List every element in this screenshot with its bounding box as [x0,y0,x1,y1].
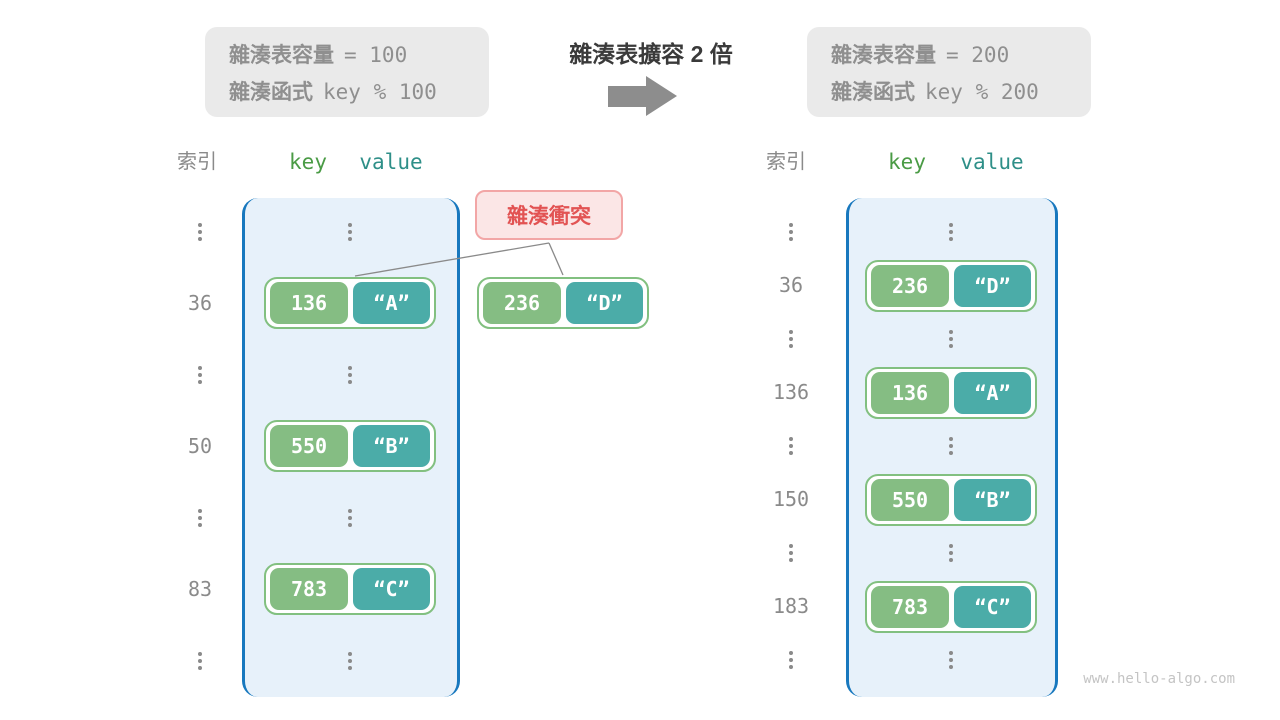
capacity-value: = 200 [946,42,1010,67]
key-cell: 783 [270,568,348,610]
index-label: 150 [772,487,810,511]
kv-pair: 236 “D” [865,260,1037,312]
key-cell: 236 [483,282,561,324]
kv-pair: 550 “B” [865,474,1037,526]
capacity-line: 雜湊表容量 = 100 [229,39,489,69]
index-label: 50 [187,434,213,458]
vertical-ellipsis [348,366,352,370]
capacity-value: = 100 [344,42,408,67]
capacity-info-before: 雜湊表容量 = 100 雜湊函式 key % 100 [205,27,489,117]
hash-function-label: 雜湊函式 [229,80,313,104]
index-label: 136 [772,380,810,404]
vertical-ellipsis [789,330,793,334]
watermark: www.hello-algo.com [1083,671,1235,687]
hash-function-value: key % 200 [925,79,1039,104]
right-key-header: key [888,150,926,174]
index-label: 36 [778,273,804,297]
hash-function-value: key % 100 [323,79,437,104]
value-cell: “B” [954,479,1031,521]
key-cell: 550 [270,425,348,467]
left-index-header: 索引 [177,151,217,173]
vertical-ellipsis [789,437,793,441]
right-index-header: 索引 [766,151,806,173]
vertical-ellipsis [348,652,352,656]
arrow-head [646,76,677,116]
index-label: 183 [772,594,810,618]
kv-pair: 783 “C” [865,581,1037,633]
vertical-ellipsis [789,544,793,548]
value-cell: “C” [954,586,1031,628]
capacity-label: 雜湊表容量 [831,43,936,67]
capacity-line: 雜湊表容量 = 200 [831,39,1091,69]
capacity-info-after: 雜湊表容量 = 200 雜湊函式 key % 200 [807,27,1091,117]
collision-label: 雜湊衝突 [475,190,623,240]
left-key-header: key [289,150,327,174]
vertical-ellipsis [949,651,953,655]
right-arrow-icon [608,76,678,116]
value-cell: “A” [954,372,1031,414]
vertical-ellipsis [198,652,202,656]
vertical-ellipsis [348,509,352,513]
vertical-ellipsis [789,651,793,655]
vertical-ellipsis [348,223,352,227]
vertical-ellipsis [949,544,953,548]
vertical-ellipsis [789,223,793,227]
key-cell: 550 [871,479,949,521]
value-cell: “D” [566,282,643,324]
capacity-label: 雜湊表容量 [229,43,334,67]
left-value-header: value [359,150,423,174]
value-cell: “B” [353,425,430,467]
value-cell: “A” [353,282,430,324]
value-cell: “D” [954,265,1031,307]
vertical-ellipsis [198,366,202,370]
key-cell: 236 [871,265,949,307]
vertical-ellipsis [949,330,953,334]
vertical-ellipsis [198,509,202,513]
colliding-kv-pair: 236 “D” [477,277,649,329]
key-cell: 136 [871,372,949,414]
index-label: 36 [187,291,213,315]
kv-pair: 136 “A” [264,277,436,329]
value-cell: “C” [353,568,430,610]
arrow-shaft [608,86,646,107]
kv-pair: 783 “C” [264,563,436,615]
resize-title: 雜湊表擴容 2 倍 [569,41,733,67]
right-value-header: value [960,150,1024,174]
kv-pair: 136 “A” [865,367,1037,419]
vertical-ellipsis [949,223,953,227]
hash-function-label: 雜湊函式 [831,80,915,104]
index-label: 83 [187,577,213,601]
hash-function-line: 雜湊函式 key % 100 [229,76,489,106]
vertical-ellipsis [198,223,202,227]
key-cell: 783 [871,586,949,628]
vertical-ellipsis [949,437,953,441]
kv-pair: 550 “B” [264,420,436,472]
key-cell: 136 [270,282,348,324]
hash-function-line: 雜湊函式 key % 200 [831,76,1091,106]
